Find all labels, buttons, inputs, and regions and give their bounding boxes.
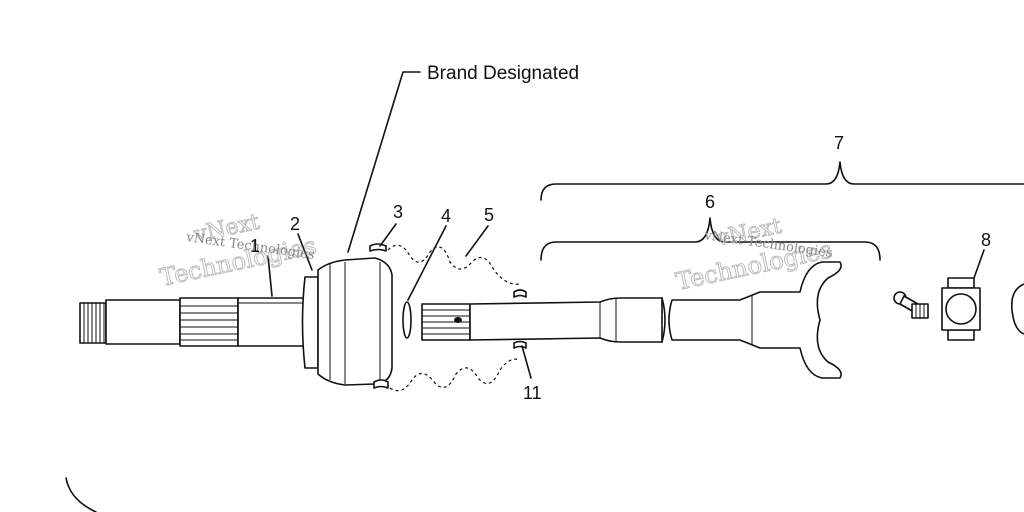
part-2-housing <box>301 257 393 386</box>
callout-11: 11 <box>523 383 542 403</box>
part-1-stub-shaft <box>79 297 306 347</box>
part-4-ring <box>402 301 412 339</box>
part-8-cross-bearing <box>941 277 981 341</box>
part-6-shaft-and-yoke <box>421 261 842 379</box>
callout-3: 3 <box>393 202 403 222</box>
callout-1: 1 <box>250 236 260 256</box>
leader-lines <box>267 71 985 379</box>
callout-5: 5 <box>484 205 494 225</box>
callout-2: 2 <box>290 214 300 234</box>
part-11-clips <box>513 289 527 349</box>
part-3-clip <box>369 243 389 389</box>
callout-8: 8 <box>981 230 991 250</box>
callout-6: 6 <box>705 192 715 212</box>
bottom-arc <box>65 477 97 512</box>
bracket-7 <box>540 161 1024 201</box>
partial-yoke-right <box>1010 283 1024 335</box>
callout-7: 7 <box>834 133 844 153</box>
part-5-boot <box>387 244 521 392</box>
bracket-6 <box>540 217 881 261</box>
callout-4: 4 <box>441 206 451 226</box>
brand-designated-label: Brand Designated <box>427 63 579 84</box>
grease-fitting <box>893 291 929 319</box>
